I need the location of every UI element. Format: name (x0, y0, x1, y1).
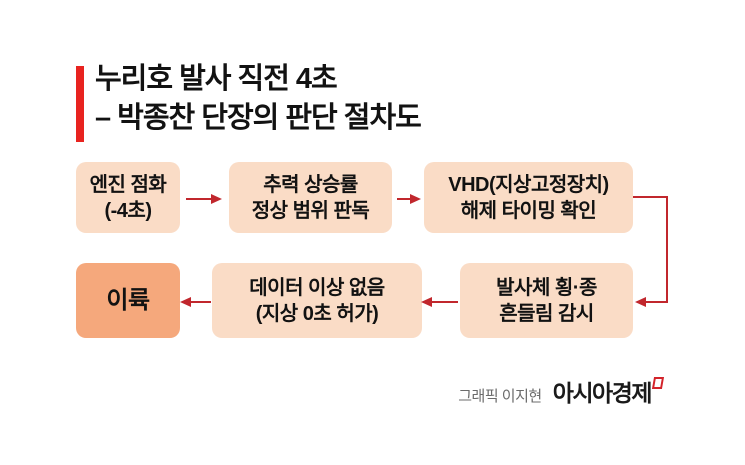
connector-vertical-segment (666, 196, 668, 303)
flow-box-thrust-rate: 추력 상승률 정상 범위 판독 (229, 162, 392, 233)
connector-bottom-segment (645, 301, 667, 303)
flow-box-liftoff: 이륙 (76, 263, 180, 338)
flow-box-data-ok: 데이터 이상 없음 (지상 0초 허가) (212, 263, 422, 338)
flow-box-engine-ignition-line2: (-4초) (104, 199, 152, 222)
flow-box-vhd-release-line2: 해제 타이밍 확인 (460, 199, 597, 222)
credit: 그래픽 이지현 아시아경제 (458, 374, 665, 408)
flow-box-thrust-rate-line2: 정상 범위 판독 (251, 199, 370, 222)
flow-box-shake-monitor-line1: 발사체 횡·종 (496, 276, 597, 299)
credit-text: 그래픽 이지현 (458, 388, 542, 405)
flow-box-shake-monitor: 발사체 횡·종 흔들림 감시 (460, 263, 633, 338)
asiae-logo-text: 아시아경제 (552, 380, 653, 406)
flow-box-vhd-release: VHD(지상고정장치) 해제 타이밍 확인 (424, 162, 633, 233)
flow-box-vhd-release-line1: VHD(지상고정장치) (448, 173, 609, 196)
connector-top-segment (633, 196, 668, 198)
page-title: 누리호 발사 직전 4초 – 박종찬 단장의 판단 절차도 (95, 60, 422, 138)
page-title-line1: 누리호 발사 직전 4초 (95, 63, 338, 95)
arrowhead-left-icon (180, 297, 191, 307)
flow-box-engine-ignition: 엔진 점화 (-4초) (76, 162, 180, 233)
logo-speech-mark-icon (651, 377, 665, 389)
arrowhead-left-icon (635, 297, 646, 307)
flow-box-shake-monitor-line2: 흔들림 감시 (499, 302, 594, 325)
flow-box-data-ok-line2: (지상 0초 허가) (255, 302, 379, 325)
flow-box-data-ok-line1: 데이터 이상 없음 (249, 276, 385, 299)
arrowhead-left-icon (421, 297, 432, 307)
asiae-logo: 아시아경제 (552, 374, 665, 408)
arrow-shaft (397, 198, 413, 200)
arrow-shaft (432, 301, 458, 303)
arrow-shaft (186, 198, 214, 200)
flow-box-liftoff-label: 이륙 (106, 286, 150, 314)
arrowhead-right-icon (410, 194, 421, 204)
title-accent-bar (76, 66, 84, 142)
arrow-shaft (191, 301, 211, 303)
page-title-line2: – 박종찬 단장의 판단 절차도 (95, 102, 422, 134)
arrowhead-right-icon (211, 194, 222, 204)
flow-box-thrust-rate-line1: 추력 상승률 (263, 173, 358, 196)
flow-box-engine-ignition-line1: 엔진 점화 (89, 173, 167, 196)
